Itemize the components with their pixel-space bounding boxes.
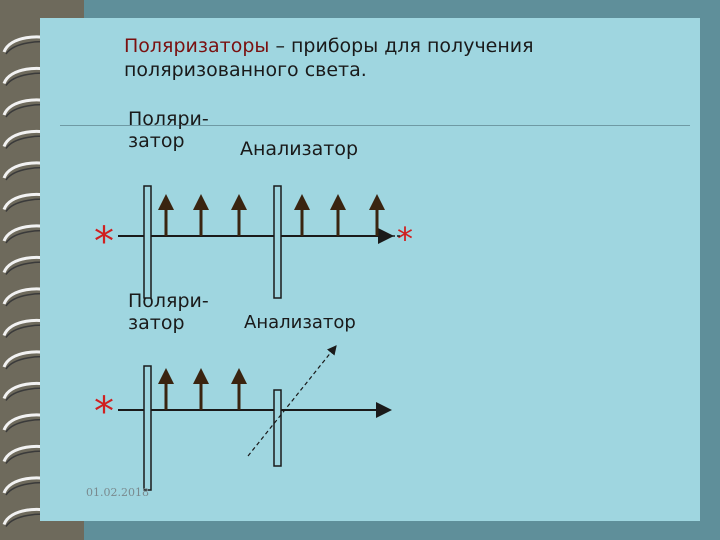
bottom-analyzer-plate xyxy=(273,389,282,467)
top-polarizer-label-line2: затор xyxy=(128,130,185,152)
bottom-analyzer-axis-dashed xyxy=(247,345,337,457)
top-polarizer-label-line1: Поляри- xyxy=(128,108,209,130)
title-definition: – приборы для получения xyxy=(269,35,534,57)
top-polarizer-plate xyxy=(143,185,152,299)
top-output-star: * xyxy=(397,220,413,258)
bottom-light-source-star: * xyxy=(94,389,114,435)
title-term: Поляризаторы xyxy=(124,35,270,57)
bottom-polarizer-label-line2: затор xyxy=(128,312,185,334)
top-analyzer-plate xyxy=(273,185,282,299)
bottom-arrow-1 xyxy=(158,368,174,410)
bottom-arrow-2 xyxy=(193,368,209,410)
top-arrow-5 xyxy=(330,194,346,236)
bottom-polarizer-plate xyxy=(143,365,152,491)
top-arrow-6 xyxy=(369,194,385,236)
top-arrow-1 xyxy=(158,194,174,236)
top-arrow-4 xyxy=(294,194,310,236)
bottom-arrow-3 xyxy=(231,368,247,410)
title-line2: поляризованного света. xyxy=(124,59,367,81)
bottom-polarization-arrows xyxy=(158,368,247,410)
top-arrow-2 xyxy=(193,194,209,236)
top-polarization-arrows xyxy=(158,194,385,236)
top-light-source-star: * xyxy=(94,219,114,265)
divider-line xyxy=(60,125,690,126)
slide-date: 01.02.2018 xyxy=(86,486,149,499)
top-polarizer-label: Поляри-затор xyxy=(128,108,209,152)
bottom-analyzer-label: Анализатор xyxy=(244,312,356,333)
top-arrow-3 xyxy=(231,194,247,236)
top-analyzer-label: Анализатор xyxy=(240,138,359,160)
